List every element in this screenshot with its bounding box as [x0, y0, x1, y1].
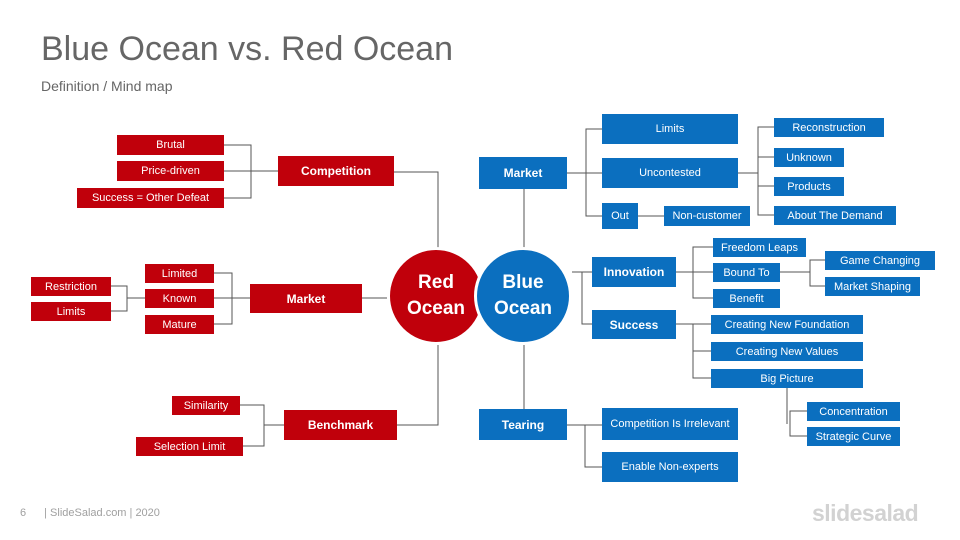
blue-success-node: Success [592, 310, 676, 339]
footer-text: | SlideSalad.com | 2020 [44, 507, 160, 519]
blue-success-item-big-picture: Big Picture [711, 369, 863, 388]
blue-tearing-node: Tearing [479, 409, 567, 440]
blue-bound-item-game-changing: Game Changing [825, 251, 935, 270]
blue-market-uncontested: Uncontested [602, 158, 738, 188]
blue-innovation-node: Innovation [592, 257, 676, 287]
red-market-node: Market [250, 284, 362, 313]
blue-uncontested-item-products: Products [774, 177, 844, 196]
blue-tearing-item-competition-irrelevant: Competition Is Irrelevant [602, 408, 738, 440]
blue-uncontested-item-unknown: Unknown [774, 148, 844, 167]
blue-market-non-customer: Non-customer [664, 206, 750, 226]
blue-success-item-creating-new-values: Creating New Values [711, 342, 863, 361]
blue-uncontested-item-reconstruction: Reconstruction [774, 118, 884, 137]
slidesalad-logo: slidesalad [812, 500, 919, 526]
red-market-item-mature: Mature [145, 315, 214, 334]
page-title: Blue Ocean vs. Red Ocean [41, 30, 454, 68]
blue-tearing-item-enable-non-experts: Enable Non-experts [602, 452, 738, 482]
blue-big-picture-item-strategic-curve: Strategic Curve [807, 427, 900, 446]
red-competition-item-success: Success = Other Defeat [77, 188, 224, 208]
blue-big-picture-item-concentration: Concentration [807, 402, 900, 421]
red-benchmark-item-selection-limit: Selection Limit [136, 437, 243, 456]
red-competition-node: Competition [278, 156, 394, 186]
red-market-item-known: Known [145, 289, 214, 308]
blue-uncontested-item-about-the-demand: About The Demand [774, 206, 896, 225]
red-benchmark-node: Benchmark [284, 410, 397, 440]
blue-market-limits: Limits [602, 114, 738, 144]
blue-success-item-creating-new-foundation: Creating New Foundation [711, 315, 863, 334]
blue-innovation-item-benefit: Benefit [713, 289, 780, 308]
red-benchmark-item-similarity: Similarity [172, 396, 240, 415]
red-market-known-item-limits: Limits [31, 302, 111, 321]
blue-ocean-center: Blue Ocean [474, 247, 572, 345]
red-market-item-limited: Limited [145, 264, 214, 283]
footer: 6 | SlideSalad.com | 2020 [20, 507, 160, 519]
red-market-known-item-restriction: Restriction [31, 277, 111, 296]
red-competition-item-price-driven: Price-driven [117, 161, 224, 181]
red-competition-item-brutal: Brutal [117, 135, 224, 155]
blue-innovation-item-bound-to: Bound To [713, 263, 780, 282]
page-subtitle: Definition / Mind map [41, 78, 173, 94]
red-ocean-center: Red Ocean [387, 247, 485, 345]
blue-innovation-item-freedom-leaps: Freedom Leaps [713, 238, 806, 257]
blue-bound-item-market-shaping: Market Shaping [825, 277, 920, 296]
page-number: 6 [20, 507, 27, 519]
blue-market-out: Out [602, 203, 638, 229]
blue-market-node: Market [479, 157, 567, 189]
